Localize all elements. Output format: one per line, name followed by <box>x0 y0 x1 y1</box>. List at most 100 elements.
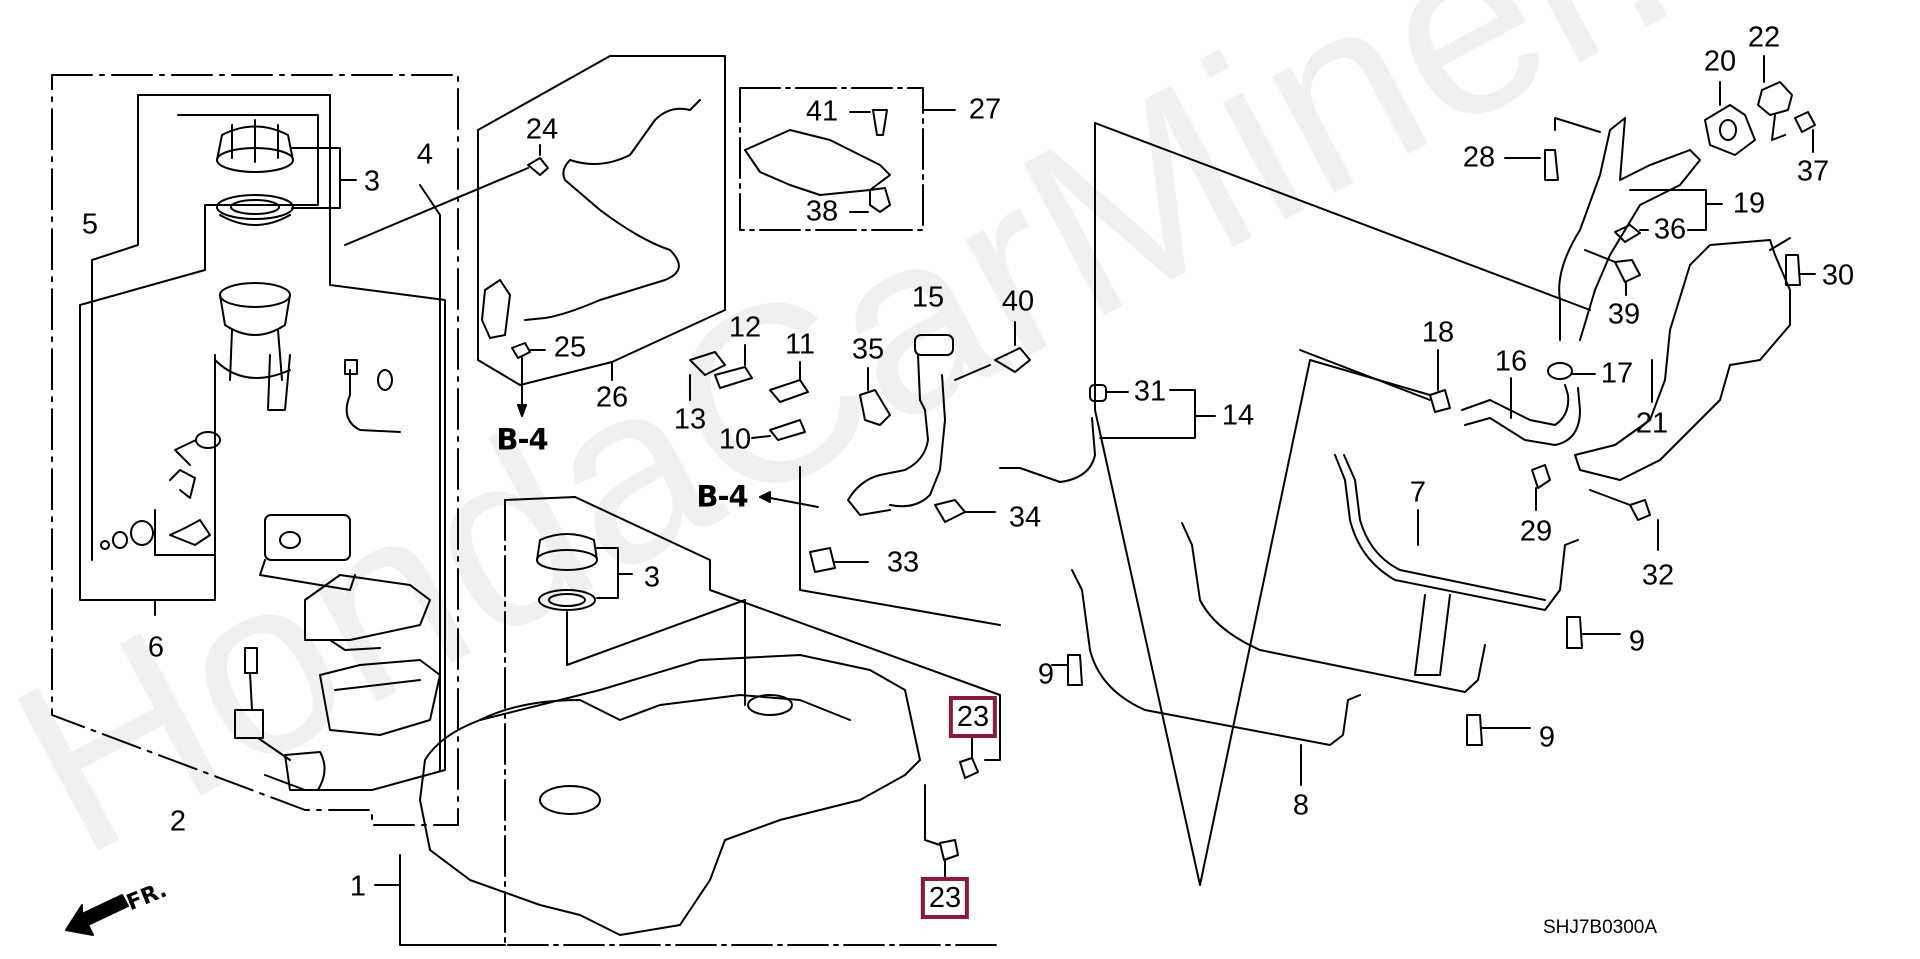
filler-vent-pipe-15 <box>848 335 953 515</box>
fuel-filler-housing-20 <box>1705 105 1755 155</box>
tank-top-ridge <box>480 695 850 720</box>
callout-3[interactable]: 3 <box>363 165 381 198</box>
leader-3-lower-tank <box>567 600 745 705</box>
group-frame-tank-top <box>505 497 1000 760</box>
bolt-28 <box>1545 150 1558 180</box>
callout-9[interactable]: 9 <box>1037 658 1055 691</box>
group-frame-27 <box>740 88 923 230</box>
pump-wiring <box>345 360 400 432</box>
callout-10[interactable]: 10 <box>718 423 752 456</box>
clip-10 <box>770 420 805 440</box>
callout-40[interactable]: 40 <box>1001 285 1035 318</box>
callout-24[interactable]: 24 <box>525 113 559 146</box>
callout-37[interactable]: 37 <box>1796 155 1830 188</box>
tank-seal-ring <box>539 590 595 610</box>
pump-small-parts <box>101 470 210 549</box>
callout-15[interactable]: 15 <box>911 281 945 314</box>
callout-36[interactable]: 36 <box>1653 213 1687 246</box>
tank-sender-opening <box>540 786 600 814</box>
callout-34[interactable]: 34 <box>1008 501 1042 534</box>
callout-21[interactable]: 21 <box>1635 407 1669 440</box>
callout-26[interactable]: 26 <box>595 381 629 414</box>
lock-ring <box>217 120 293 172</box>
group-frame-5-left <box>92 95 138 560</box>
leader-23-lower <box>925 785 940 845</box>
b4-middle-arrowhead <box>760 492 770 502</box>
callout-29[interactable]: 29 <box>1519 515 1553 548</box>
bolt-40 <box>995 348 1030 372</box>
callout-9[interactable]: 9 <box>1538 721 1556 754</box>
callout-2[interactable]: 2 <box>169 805 187 838</box>
fuel-tank-strap-7 <box>1335 455 1578 610</box>
callout-38[interactable]: 38 <box>805 195 839 228</box>
fuel-cap-tether <box>1772 115 1785 140</box>
section-reference-b4[interactable]: B-4 <box>696 479 748 514</box>
callout-31[interactable]: 31 <box>1133 375 1167 408</box>
callout-32[interactable]: 32 <box>1641 559 1675 592</box>
callout-3[interactable]: 3 <box>643 561 661 594</box>
clip-37 <box>1795 112 1815 132</box>
callout-5[interactable]: 5 <box>81 208 99 241</box>
callout-7[interactable]: 7 <box>1409 476 1427 509</box>
clamp-18 <box>1430 390 1450 412</box>
pump-strainer-cover <box>320 660 440 735</box>
tank-pump-opening <box>748 695 792 715</box>
callout-8[interactable]: 8 <box>1292 789 1310 822</box>
callout-28[interactable]: 28 <box>1462 141 1496 174</box>
clip-12 <box>715 367 752 388</box>
hose-clamp-25 <box>512 343 530 358</box>
bolt-30 <box>1786 255 1800 285</box>
callout-33[interactable]: 33 <box>886 546 920 579</box>
callout-35[interactable]: 35 <box>851 333 885 366</box>
filler-hose-16 <box>1462 385 1580 445</box>
callout-16[interactable]: 16 <box>1494 345 1528 378</box>
callout-25[interactable]: 25 <box>553 331 587 364</box>
clip-23-upper <box>960 758 978 778</box>
filler-pipe-19 <box>1559 118 1700 340</box>
callout-23-highlighted[interactable]: 23 <box>920 877 970 919</box>
callout-14[interactable]: 14 <box>1221 399 1255 432</box>
group-frame-straps <box>1095 123 1430 885</box>
diagram-code: SHJ7B0300A <box>1542 917 1658 938</box>
callout-17[interactable]: 17 <box>1600 357 1634 390</box>
fuel-vapor-hose <box>525 100 700 320</box>
callout-41[interactable]: 41 <box>805 95 839 128</box>
group-frame-6 <box>80 115 318 600</box>
callout-4[interactable]: 4 <box>416 138 434 171</box>
callout-30[interactable]: 30 <box>1821 259 1855 292</box>
cap-31 <box>1090 385 1106 401</box>
leader-39-pipe <box>1585 250 1615 262</box>
callout-1-bracket <box>400 855 505 945</box>
callout-20[interactable]: 20 <box>1703 45 1737 78</box>
callout-1[interactable]: 1 <box>349 870 367 903</box>
strap-7-edge <box>1344 455 1545 600</box>
clip-32 <box>1630 500 1650 520</box>
callout-6[interactable]: 6 <box>147 631 165 664</box>
callout-13[interactable]: 13 <box>673 403 707 436</box>
group-frame-1 <box>505 500 1000 945</box>
callout-9[interactable]: 9 <box>1628 625 1646 658</box>
section-reference-b4[interactable]: B-4 <box>496 422 548 457</box>
callout-22[interactable]: 22 <box>1747 21 1781 54</box>
leader-30-bracket <box>1770 238 1790 250</box>
clip-13 <box>690 352 725 375</box>
fuel-cap-22 <box>1758 82 1792 115</box>
front-direction-arrow <box>66 895 128 935</box>
splash-shield-21 <box>1575 240 1790 480</box>
callout-39[interactable]: 39 <box>1607 298 1641 331</box>
callout-12[interactable]: 12 <box>728 311 762 344</box>
callout-23-highlighted[interactable]: 23 <box>948 696 998 738</box>
callout-11[interactable]: 11 <box>784 328 816 361</box>
callout-19[interactable]: 19 <box>1732 187 1766 220</box>
fuel-level-sensor <box>235 648 325 790</box>
callout-18[interactable]: 18 <box>1421 316 1455 349</box>
bolt-9-bottom <box>1467 715 1482 745</box>
callout-27[interactable]: 27 <box>968 93 1002 126</box>
callout-14-bracket <box>1100 390 1195 438</box>
bolt-39 <box>1615 260 1640 282</box>
pump-bracket <box>305 575 430 650</box>
clip-34 <box>935 500 965 522</box>
clip-23-lower <box>940 840 958 860</box>
fuel-pump-module <box>175 283 290 465</box>
filler-cover-plate <box>745 130 890 195</box>
